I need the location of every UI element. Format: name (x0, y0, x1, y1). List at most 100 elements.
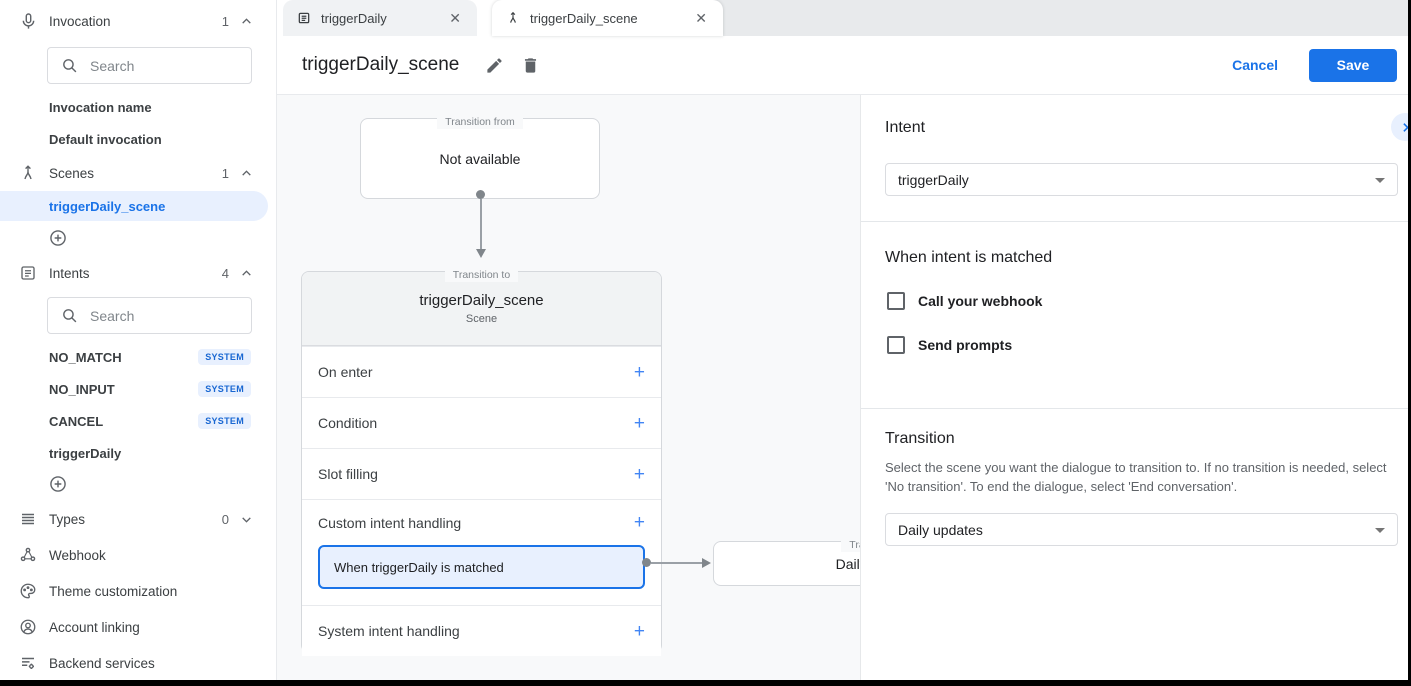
palette-icon (17, 580, 39, 602)
save-button[interactable]: Save (1309, 48, 1397, 82)
sidebar: Invocation 1 Invocation name Default inv… (0, 0, 277, 686)
cancel-button[interactable]: Cancel (1232, 57, 1278, 73)
row-custom-intent-header[interactable]: Custom intent handling + (302, 500, 661, 545)
intents-icon (17, 262, 39, 284)
section-label: Types (49, 511, 86, 527)
row-system-intent-handling[interactable]: System intent handling + (302, 605, 661, 656)
selected-scene-label: triggerDaily_scene (49, 198, 166, 214)
backend-services-icon (17, 652, 39, 674)
flow-canvas[interactable]: Transition from Not available Transition… (277, 95, 860, 686)
add-scene-button[interactable] (48, 228, 68, 248)
sidebar-section-types[interactable]: Types 0 (0, 504, 277, 534)
section-count: 1 (221, 13, 229, 29)
transition-heading: Transition (885, 430, 955, 447)
row-custom-intent-handling: Custom intent handling + When triggerDai… (302, 499, 661, 589)
system-badge: SYSTEM (198, 349, 251, 365)
sidebar-item-no-match[interactable]: NO_MATCH SYSTEM (0, 346, 277, 368)
checkbox-unchecked[interactable] (887, 336, 905, 354)
section-label: Intents (49, 265, 90, 281)
chevron-up-icon[interactable] (240, 267, 253, 280)
search-icon (63, 309, 77, 323)
transition-select[interactable]: Daily updates (885, 513, 1398, 546)
scene-card-title: triggerDaily_scene (419, 292, 544, 309)
sidebar-item-triggerdaily-scene[interactable]: triggerDaily_scene (0, 191, 268, 221)
box-legend: Transition from (437, 116, 523, 129)
checkbox-unchecked[interactable] (887, 292, 905, 310)
sidebar-item-cancel[interactable]: CANCEL SYSTEM (0, 410, 277, 432)
connector-arrowhead (702, 558, 711, 568)
chevron-up-icon[interactable] (240, 15, 253, 28)
system-badge: SYSTEM (198, 381, 251, 397)
dropdown-caret-icon (1375, 527, 1385, 533)
add-slot-filling-icon[interactable]: + (633, 463, 645, 485)
section-count: 0 (221, 511, 229, 527)
invocation-search (47, 47, 252, 84)
transition-target-box[interactable]: Transition to Daily updates (713, 539, 860, 586)
tab-bar-empty-area (712, 0, 1411, 36)
chevron-right-icon (1402, 122, 1409, 132)
invocation-search-input[interactable] (48, 48, 251, 83)
editor-content: Transition from Not available Transition… (277, 95, 1411, 686)
intent-icon (298, 12, 310, 24)
sidebar-item-default-invocation[interactable]: Default invocation (49, 131, 162, 147)
box-legend: Transition to (841, 539, 860, 552)
sidebar-item-no-input[interactable]: NO_INPUT SYSTEM (0, 378, 277, 400)
section-count: 1 (221, 165, 229, 181)
screen-edge (0, 680, 1411, 686)
add-custom-intent-icon[interactable]: + (633, 512, 645, 533)
screen-edge (1408, 0, 1411, 686)
collapse-panel-button[interactable] (1391, 113, 1411, 141)
scene-card-header: triggerDaily_scene Scene (302, 272, 661, 346)
connector-line (651, 562, 702, 564)
add-system-intent-icon[interactable]: + (633, 620, 645, 642)
intent-heading: Intent (885, 119, 926, 136)
webhook-icon (17, 544, 39, 566)
transition-from-box: Transition from Not available (360, 116, 600, 199)
types-icon (17, 508, 39, 530)
close-tab-icon[interactable]: ✕ (449, 9, 461, 26)
matched-heading: When intent is matched (885, 249, 1053, 266)
editor-header: triggerDaily_scene Cancel Save (277, 36, 1411, 95)
add-condition-icon[interactable]: + (633, 412, 645, 434)
sidebar-section-scenes[interactable]: Scenes 1 (0, 158, 277, 188)
row-on-enter[interactable]: On enter + (302, 346, 661, 397)
section-count: 4 (221, 265, 229, 281)
chevron-up-icon[interactable] (240, 167, 253, 180)
chevron-down-icon[interactable] (240, 513, 253, 526)
transition-description: Select the scene you want the dialogue t… (885, 460, 1387, 494)
account-icon (17, 616, 39, 638)
intent-select[interactable]: triggerDaily (885, 163, 1398, 196)
search-icon (63, 59, 77, 73)
add-intent-button[interactable] (48, 474, 68, 494)
scene-card: Transition to triggerDaily_scene Scene O… (301, 269, 662, 656)
tab-triggerdaily[interactable]: triggerDaily ✕ (283, 0, 477, 36)
sidebar-item-backend-services[interactable]: Backend services (0, 648, 277, 678)
intents-search-input[interactable] (48, 298, 251, 333)
scene-card-subtitle: Scene (465, 313, 498, 325)
sidebar-item-account-linking[interactable]: Account linking (0, 612, 277, 642)
connector-dot (476, 190, 485, 199)
sidebar-section-invocation[interactable]: Invocation 1 (0, 6, 277, 36)
connector-dot (642, 558, 651, 567)
sidebar-item-invocation-name[interactable]: Invocation name (49, 99, 152, 115)
matched-intent-item[interactable]: When triggerDaily is matched (318, 545, 645, 589)
delete-icon[interactable] (519, 54, 541, 76)
sidebar-section-intents[interactable]: Intents 4 (0, 258, 277, 288)
section-label: Scenes (49, 165, 95, 181)
microphone-icon (17, 10, 39, 32)
send-prompts-checkbox-row[interactable]: Send prompts (887, 336, 1012, 354)
row-condition[interactable]: Condition + (302, 397, 661, 448)
row-slot-filling[interactable]: Slot filling + (302, 448, 661, 499)
sidebar-item-webhook[interactable]: Webhook (0, 540, 277, 570)
add-on-enter-icon[interactable]: + (633, 361, 645, 383)
sidebar-item-triggerdaily[interactable]: triggerDaily (49, 445, 122, 461)
sidebar-item-theme-customization[interactable]: Theme customization (0, 576, 277, 606)
edit-icon[interactable] (483, 54, 505, 76)
call-webhook-checkbox-row[interactable]: Call your webhook (887, 292, 1042, 310)
tab-bar: triggerDaily ✕ triggerDaily_scene ✕ (277, 0, 1411, 36)
tab-triggerdaily-scene[interactable]: triggerDaily_scene ✕ (492, 0, 723, 36)
connector-line (480, 199, 482, 249)
page-title: triggerDaily_scene (302, 54, 460, 75)
close-tab-icon[interactable]: ✕ (695, 9, 707, 26)
not-available-text: Not available (439, 150, 521, 167)
